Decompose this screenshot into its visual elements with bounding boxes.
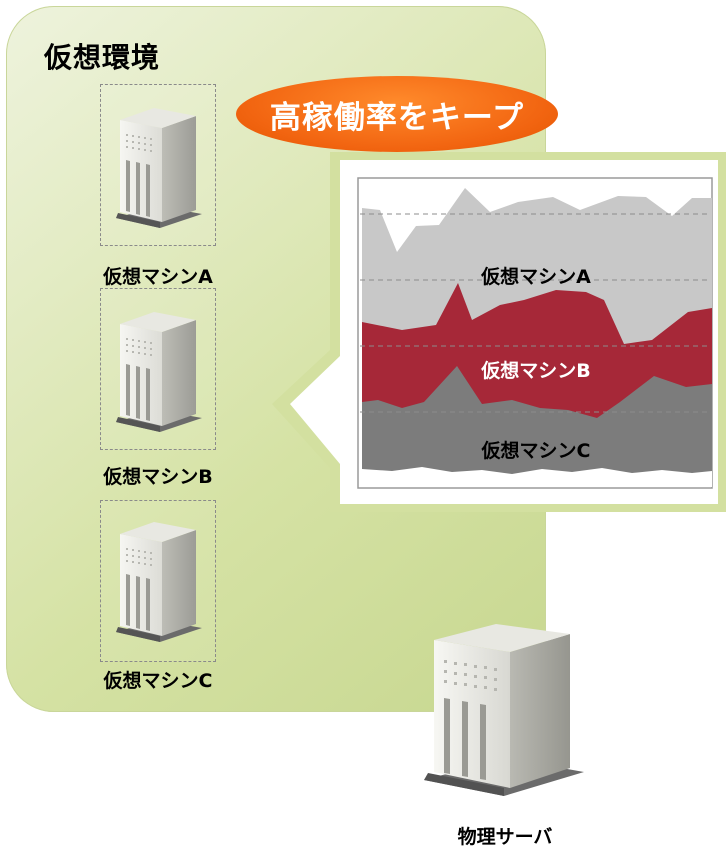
high-utilization-callout: 高稼働率をキープ [236,76,558,152]
vm-c-label: 仮想マシンC [103,670,213,692]
vm-c-server-icon [116,522,202,642]
environment-title: 仮想環境 [44,41,161,74]
chart-label-vm-a: 仮想マシンA [481,266,591,288]
physical-server-label: 物理サーバ [457,826,553,848]
vm-a-server-icon [116,108,202,228]
chart-label-vm-c: 仮想マシンC [481,440,591,462]
vm-b-server-icon [116,312,202,432]
chart-label-vm-b: 仮想マシンB [481,360,591,382]
chart-bottom-edge [362,467,712,487]
callout-text: 高稼働率をキープ [269,99,525,136]
vm-c-area [362,366,712,476]
physical-server-icon [424,624,584,796]
chart-gridlines [360,213,710,413]
vm-a-label: 仮想マシンA [103,266,213,288]
vm-b-label: 仮想マシンB [103,466,213,488]
